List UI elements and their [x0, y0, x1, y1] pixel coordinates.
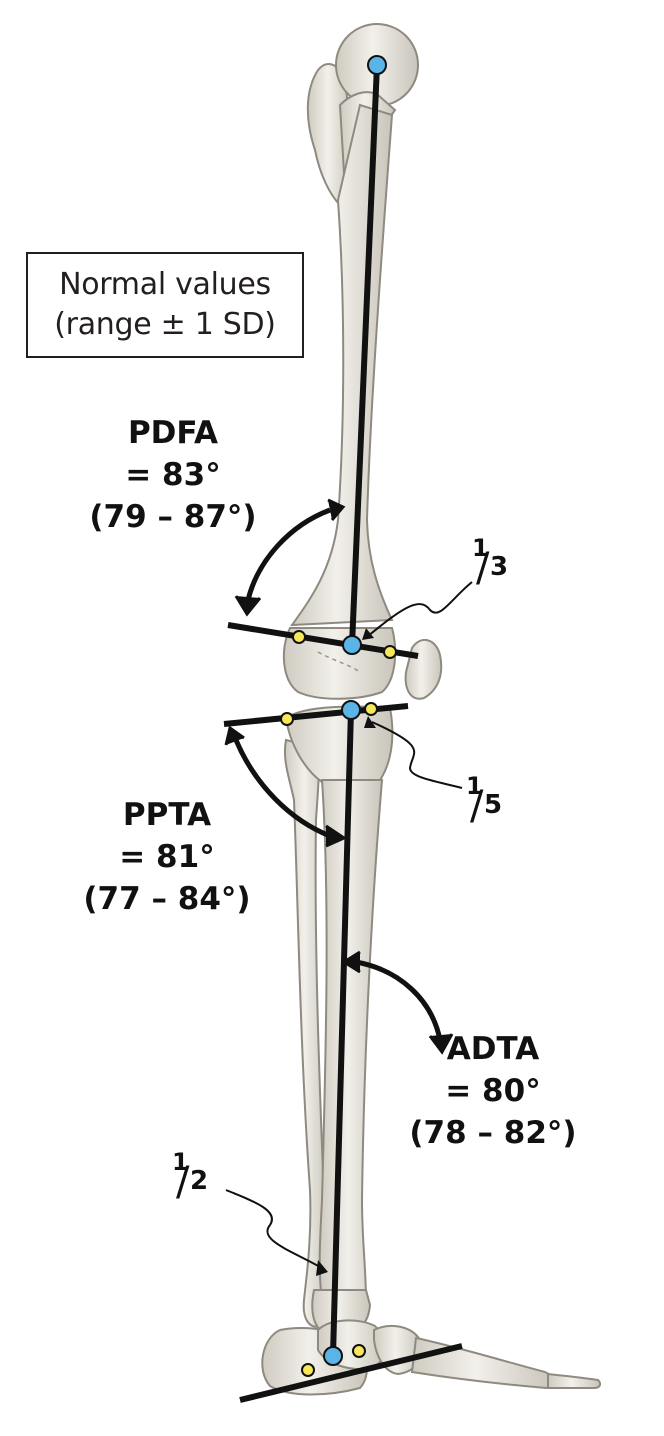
fraction-slash: /: [470, 783, 484, 829]
fraction-one-third: 1 / 3: [472, 534, 522, 591]
intercondylar-mark: [317, 651, 361, 673]
femur-bone: [282, 23, 419, 700]
tibial-shaft: [318, 779, 384, 1301]
pointer-ankle-arrowhead: [316, 1260, 328, 1276]
legend-title: Normal values: [59, 267, 271, 302]
distal-tibial-joint-line: [239, 1343, 463, 1403]
ankle-landmark-point-medial: [301, 1363, 315, 1377]
fraction-one-fifth-denominator: 5: [484, 790, 503, 820]
pdfa-value: = 83°: [125, 457, 221, 493]
adta-name: ADTA: [446, 1031, 540, 1067]
femur-landmark-point-lateral: [383, 645, 397, 659]
adta-value: = 80°: [445, 1073, 541, 1109]
ankle-landmark-point-lateral: [352, 1344, 366, 1358]
fraction-slash: /: [176, 1159, 190, 1205]
tibia-landmark-point-lateral: [364, 702, 378, 716]
pointer-femur-arrowhead: [362, 628, 374, 640]
fraction-slash: /: [476, 545, 490, 591]
normal-values-legend: Normal values (range ± 1 SD): [26, 252, 304, 358]
knee-center-point-tibia: [341, 700, 361, 720]
tibial-mechanical-axis: [330, 709, 354, 1356]
pointer-femur-one-third: [367, 581, 473, 637]
fraction-one-half-numerator: 1: [172, 1148, 189, 1176]
femoral-shaft: [289, 103, 394, 627]
phalanges: [547, 1372, 602, 1390]
tibia-landmark-point-medial: [280, 712, 294, 726]
fraction-one-fifth: 1 / 5: [466, 772, 516, 829]
fraction-one-half: 1 / 2: [172, 1148, 222, 1205]
pointer-tibia-one-fifth: [371, 721, 463, 789]
pointer-ankle-one-half: [225, 1189, 323, 1269]
pdfa-arc-arrow: [234, 498, 346, 617]
knee-center-point-femur: [342, 635, 362, 655]
pdfa-label: PDFA = 83° (79 – 87°): [78, 412, 268, 538]
femoral-mechanical-axis: [349, 64, 380, 646]
metatarsals: [410, 1336, 554, 1390]
adta-label: ADTA = 80° (78 – 82°): [398, 1028, 588, 1154]
pdfa-name: PDFA: [127, 415, 219, 451]
adta-range: (78 – 82°): [409, 1115, 577, 1151]
ppta-range: (77 – 84°): [83, 881, 251, 917]
ppta-arc-arrow: [224, 725, 348, 848]
greater-trochanter: [306, 63, 354, 208]
ppta-value: = 81°: [119, 839, 215, 875]
fraction-one-fifth-numerator: 1: [466, 772, 483, 800]
fraction-one-half-denominator: 2: [190, 1166, 209, 1196]
adta-arc-arrow: [341, 950, 454, 1055]
patella: [404, 639, 443, 700]
fraction-one-third-denominator: 3: [490, 552, 509, 582]
legend-subtitle: (range ± 1 SD): [54, 307, 276, 342]
pointer-tibia-arrowhead: [364, 716, 376, 728]
pdfa-range: (79 – 87°): [89, 499, 257, 535]
femoral-head-center-point: [367, 55, 387, 75]
fraction-one-third-numerator: 1: [472, 534, 489, 562]
fibula: [284, 738, 329, 1328]
ankle-center-point: [323, 1346, 343, 1366]
femur-landmark-point-medial: [292, 630, 306, 644]
ppta-label: PPTA = 81° (77 – 84°): [72, 794, 262, 920]
ppta-name: PPTA: [122, 797, 212, 833]
